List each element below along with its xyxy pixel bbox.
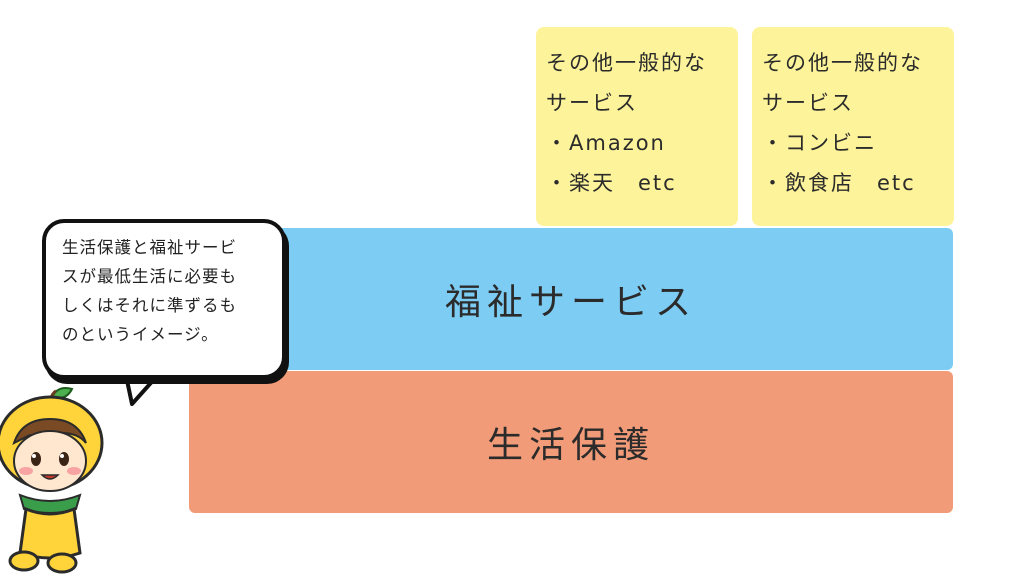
box-line: ・Amazon [546,131,666,155]
bubble-line: のというイメージ。 [62,325,219,344]
general-services-online-box: その他一般的な サービス ・Amazon ・楽天 etc [536,27,738,226]
bubble-line: 生活保護と福祉サービ [62,238,237,257]
livelihood-protection-band: 生活保護 [189,371,953,513]
bubble-line: スが最低生活に必要も [62,267,237,286]
box-line: ・楽天 etc [546,171,677,195]
livelihood-protection-label: 生活保護 [486,425,655,466]
welfare-services-band: 福祉サービス [189,228,953,370]
box-line: その他一般的な [546,51,707,75]
bubble-line: しくはそれに準ずるも [62,296,237,315]
box-line: サービス [762,91,854,115]
speech-bubble: 生活保護と福祉サービ スが最低生活に必要も しくはそれに準ずるも のというイメー… [42,219,286,379]
box-line: ・飲食店 etc [762,171,916,195]
general-services-offline-box: その他一般的な サービス ・コンビニ ・飲食店 etc [752,27,954,226]
welfare-services-label: 福祉サービス [444,282,697,323]
box-line: ・コンビニ [762,131,877,155]
orange-mascot-icon [0,387,104,574]
box-line: サービス [546,91,638,115]
box-line: その他一般的な [762,51,923,75]
